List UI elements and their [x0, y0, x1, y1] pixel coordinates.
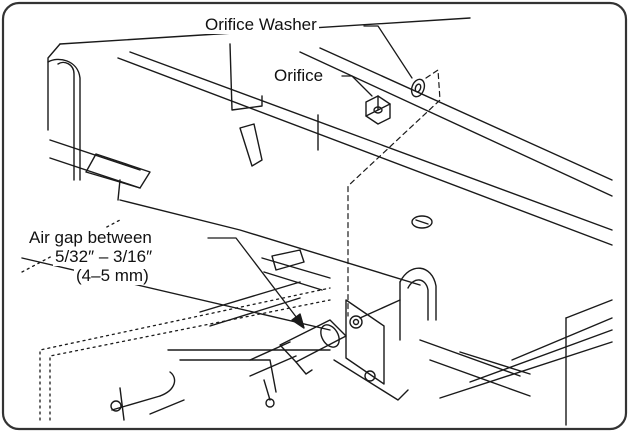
- burner-tube-left: [47, 58, 151, 201]
- arrow-air-gap: [291, 313, 305, 329]
- orifice-nut: [365, 95, 391, 125]
- leader-arrowheads: [291, 313, 305, 329]
- burner-tube-right: [359, 267, 531, 397]
- orifice-label: Orifice: [272, 66, 326, 85]
- orifice-washer: [410, 78, 426, 98]
- leader-lines: [207, 25, 413, 323]
- gas-valve-tube: [249, 319, 347, 408]
- orifice-washer-label: Orifice Washer: [203, 15, 319, 34]
- air-gap-label-line3: (4–5 mm): [74, 266, 151, 285]
- leader-air-gap: [207, 237, 301, 323]
- ignitor: [110, 371, 185, 421]
- burner-tube-middle: [167, 249, 331, 393]
- assembly-guide-line: [347, 69, 441, 317]
- air-gap-label-line2: 5/32″ – 3/16″: [53, 247, 155, 266]
- air-gap-label-line1: Air gap between: [27, 228, 154, 247]
- valve-bracket: [333, 299, 409, 401]
- leader-washer: [363, 25, 413, 79]
- leader-orifice: [341, 75, 373, 97]
